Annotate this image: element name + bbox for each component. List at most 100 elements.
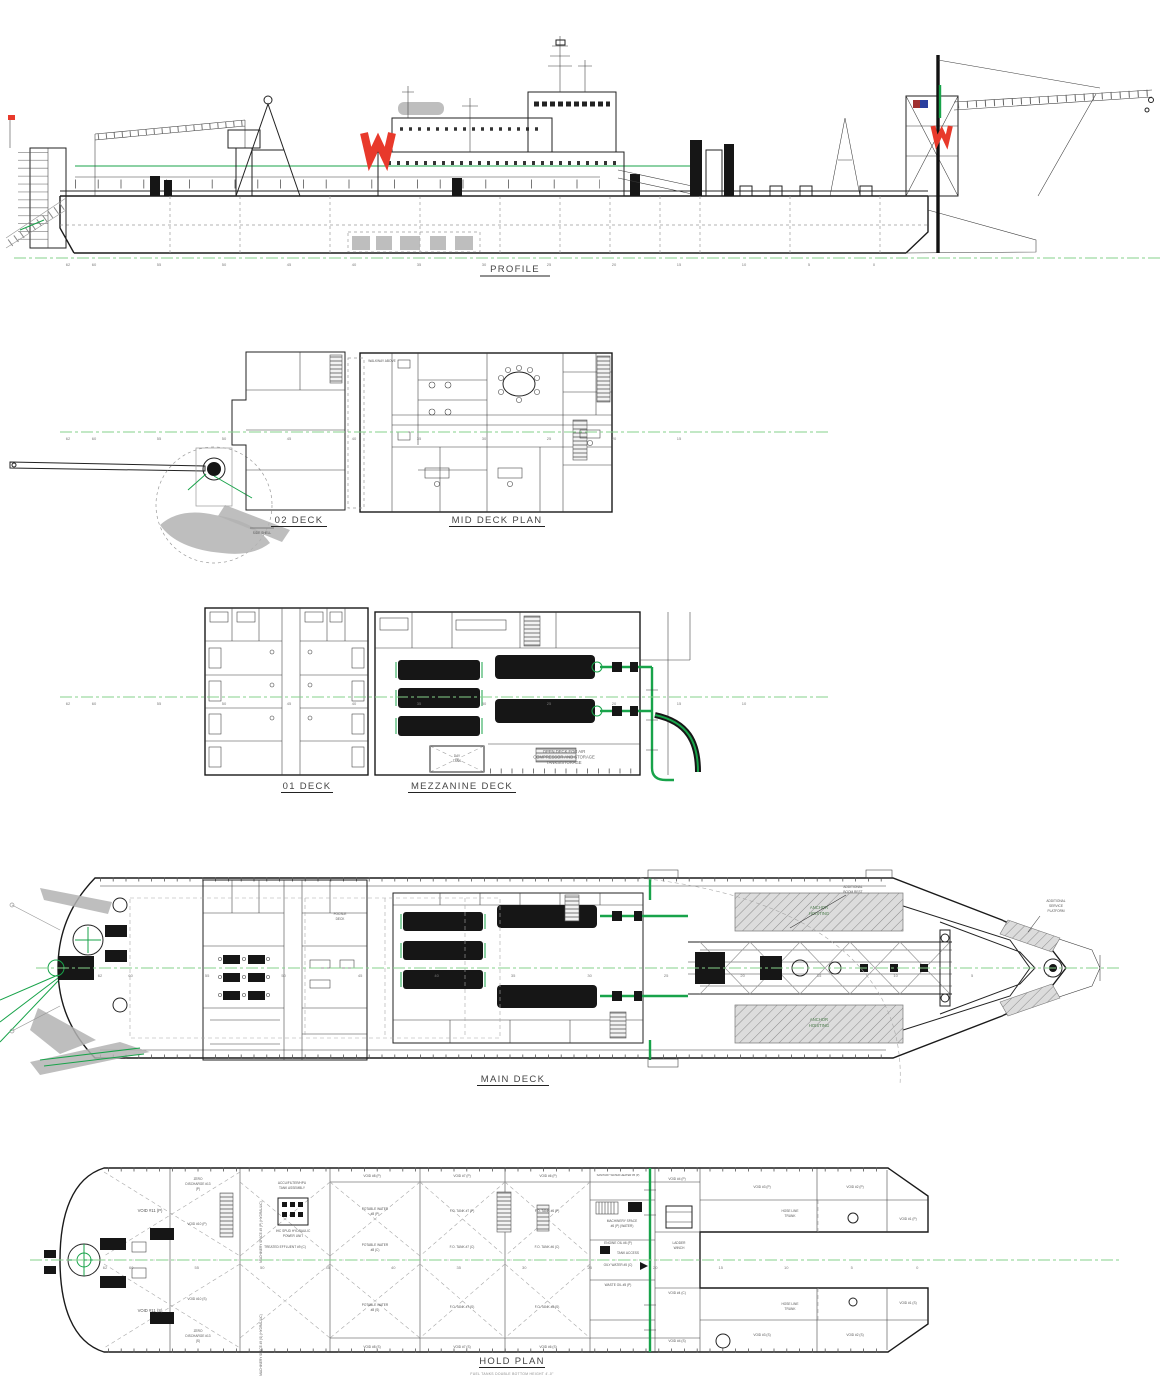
- svg-text:POTABLE WATER: POTABLE WATER: [362, 1243, 389, 1247]
- view-title-profile: PROFILE: [490, 264, 540, 275]
- svg-text:F.O. TANK #7 (P): F.O. TANK #7 (P): [450, 1209, 475, 1213]
- mess-tables: [218, 955, 270, 1000]
- bow-machinery: [0, 888, 150, 1075]
- station-label: 30: [482, 701, 487, 706]
- crane-swing-circle: [155, 446, 273, 564]
- svg-text:POTABLE WATER: POTABLE WATER: [362, 1303, 389, 1307]
- station-label: 62: [103, 1265, 108, 1270]
- svg-text:(S): (S): [196, 1339, 200, 1343]
- view-main-deck: ADDITIONAL SERVICE PLATFORM ANCHOR HOIST…: [0, 869, 1120, 1086]
- station-label: 30: [522, 1265, 527, 1270]
- stairs: [596, 355, 611, 403]
- svg-text:TANKS/STORAGE: TANKS/STORAGE: [546, 760, 581, 765]
- station-label: 20: [612, 701, 617, 706]
- open-deck-note: OPEN DECK FOR AIR COMPRESSOR AND STORAGE…: [533, 749, 595, 765]
- station-label: 62: [66, 701, 71, 706]
- svg-text:HOISTING: HOISTING: [809, 1023, 829, 1028]
- svg-text:VOID #1 (S): VOID #1 (S): [899, 1301, 916, 1305]
- svg-text:VOID #3 (P): VOID #3 (P): [753, 1185, 770, 1189]
- station-label: 20: [740, 973, 745, 978]
- main-mast: [402, 36, 592, 152]
- svg-text:LADDER: LADDER: [673, 1241, 687, 1245]
- svg-text:VOID #6 (S): VOID #6 (S): [539, 1345, 556, 1349]
- walkway-label: WALKWAY ABOVE: [368, 359, 395, 363]
- svg-text:TANK: TANK: [453, 759, 462, 763]
- hold-tank-labels: VOID #11 (P) VOID #11 (S) ZERO DISCHARGE…: [138, 1173, 917, 1376]
- station-label: 15: [677, 701, 682, 706]
- station-label: 15: [718, 1265, 723, 1270]
- station-label: 55: [194, 1265, 199, 1270]
- svg-text:ADDITIONAL: ADDITIONAL: [843, 885, 862, 889]
- svg-text:MACHINERY SPACE #9 (P) (HYDRAU: MACHINERY SPACE #9 (P) (HYDRAULIC): [259, 1201, 263, 1262]
- svg-text:SANITARY WATER HEATER #5 (P): SANITARY WATER HEATER #5 (P): [597, 1173, 640, 1177]
- hold-machinery: [150, 1191, 859, 1349]
- stern-spud-gantry: [905, 55, 1154, 253]
- station-label: 40: [352, 262, 357, 267]
- svg-text:VOID #1 (P): VOID #1 (P): [899, 1217, 916, 1221]
- svg-text:ACCU/FILTER/HPU: ACCU/FILTER/HPU: [278, 1181, 307, 1185]
- svg-text:#8 (C): #8 (C): [371, 1248, 380, 1252]
- svg-text:VOID #11 (P): VOID #11 (P): [138, 1208, 163, 1213]
- station-label: 25: [664, 973, 669, 978]
- station-label: 0: [873, 262, 876, 267]
- station-label: 15: [677, 436, 682, 441]
- station-label: 50: [222, 436, 227, 441]
- station-label: 30: [482, 436, 487, 441]
- station-label: 15: [677, 262, 682, 267]
- svg-text:TANK ACCESS: TANK ACCESS: [617, 1251, 639, 1255]
- station-label: 0: [1047, 973, 1050, 978]
- anchor-hoisting-pads: ANCHOR HOISTING ANCHOR HOISTING: [734, 892, 904, 1044]
- svg-text:VOID #7 (P): VOID #7 (P): [453, 1174, 470, 1178]
- svg-text:FOCSLE: FOCSLE: [334, 912, 347, 916]
- svg-text:TRUNK: TRUNK: [785, 1214, 797, 1218]
- station-label: 40: [434, 973, 439, 978]
- masthead-flag: [8, 115, 15, 120]
- deckhouse: [377, 91, 625, 197]
- boom-rest-note: ADDITIONAL BOOM REST: [789, 885, 863, 929]
- station-label: 45: [325, 1265, 330, 1270]
- station-label: 60: [92, 701, 97, 706]
- svg-text:HOSE LINE: HOSE LINE: [781, 1302, 798, 1306]
- conference-chairs: [498, 365, 540, 403]
- station-label: 60: [92, 262, 97, 267]
- svg-text:DISCHARGE #13: DISCHARGE #13: [185, 1334, 210, 1338]
- stairs: [572, 419, 588, 461]
- view-title-01deck: 01 DECK: [283, 781, 332, 792]
- weeks-logo-hull: [360, 132, 396, 172]
- cabin-beds: [208, 611, 365, 768]
- station-label: 10: [742, 262, 747, 267]
- svg-text:#6 (P) (WATER): #6 (P) (WATER): [611, 1224, 634, 1228]
- station-label: 35: [456, 1265, 461, 1270]
- svg-text:SERVICE: SERVICE: [1049, 904, 1063, 908]
- station-label: 55: [205, 973, 210, 978]
- furniture: [397, 359, 601, 487]
- stern-spud-structure: ADDITIONAL SERVICE PLATFORM: [899, 899, 1101, 1032]
- conference-table: [502, 371, 536, 397]
- dredge-pumps: [495, 655, 652, 723]
- svg-text:DAY: DAY: [454, 754, 461, 758]
- station-label: 55: [157, 701, 162, 706]
- station-label: 60: [92, 436, 97, 441]
- deck02-plan: [231, 351, 346, 511]
- view-title-02deck: 02 DECK: [275, 515, 324, 526]
- crane-sweep-arc: [639, 877, 901, 1086]
- svg-text:HOSE LINE: HOSE LINE: [781, 1209, 798, 1213]
- svg-text:VOID #7 (S): VOID #7 (S): [453, 1345, 470, 1349]
- walkway-outline: [347, 357, 365, 509]
- station-label: 40: [352, 701, 357, 706]
- svg-text:VOID #3 (S): VOID #3 (S): [753, 1333, 770, 1337]
- svg-text:DECK: DECK: [336, 917, 346, 921]
- svg-text:F.O. TANK #6 (P): F.O. TANK #6 (P): [535, 1209, 560, 1213]
- station-label: 25: [547, 262, 552, 267]
- station-label: 5: [971, 973, 974, 978]
- maindeck-accommodation: [202, 879, 368, 1061]
- svg-text:PLATFORM: PLATFORM: [1047, 909, 1064, 913]
